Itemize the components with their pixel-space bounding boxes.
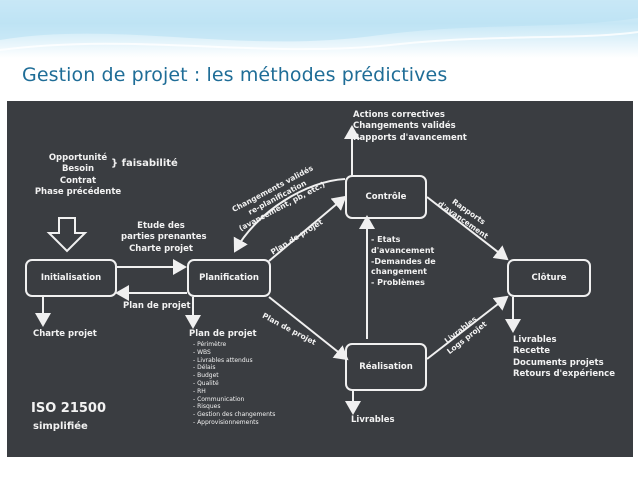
arrow-controle-to-cloture bbox=[426, 196, 509, 261]
cloture-box: Clôture bbox=[507, 259, 591, 297]
etude-line: parties prenantes bbox=[121, 232, 207, 243]
diagram-arrows bbox=[35, 125, 521, 415]
etats-line: changement bbox=[371, 267, 427, 277]
plan-item: - Délais bbox=[193, 364, 216, 372]
plan-item: - Budget bbox=[193, 372, 219, 380]
cloture-output: Retours d'expérience bbox=[513, 369, 615, 380]
inputs-list: Opportunité Besoin Contrat Phase précéde… bbox=[33, 153, 123, 199]
controle-box: Contrôle bbox=[345, 175, 427, 219]
cloture-output: Documents projets bbox=[513, 357, 604, 368]
controle-output: Actions correctives bbox=[353, 110, 445, 120]
plan-title: Plan de projet bbox=[189, 329, 257, 339]
arrow-controle-to-plan bbox=[233, 178, 346, 253]
cloture-output: Recette bbox=[513, 346, 551, 357]
iso-sub-label: simplifiée bbox=[33, 421, 88, 432]
arrow-plan-to-controle bbox=[268, 195, 347, 262]
etude-line: Etude des bbox=[137, 221, 185, 231]
etude-line: Charte projet bbox=[129, 243, 193, 254]
iso-label: ISO 21500 bbox=[31, 401, 107, 416]
faisabilite-label: } faisabilité bbox=[111, 158, 178, 169]
header-band bbox=[0, 0, 638, 58]
plan-item: - Communication bbox=[193, 395, 245, 403]
plan-item: - RH bbox=[193, 387, 206, 395]
chalkboard-diagram: Opportunité Besoin Contrat Phase précéde… bbox=[7, 101, 633, 457]
input-item: Phase précédente bbox=[34, 187, 122, 198]
input-item: Besoin bbox=[61, 164, 95, 175]
controle-output: Changements validés bbox=[353, 121, 456, 132]
input-item: Contrat bbox=[59, 175, 97, 186]
plan-item: - Risques bbox=[193, 403, 221, 411]
plan-item: - Périmètre bbox=[193, 341, 227, 348]
plan-items-list: - Périmètre - WBS - Livrables attendus -… bbox=[193, 341, 275, 427]
plan-item: - Gestion des changements bbox=[193, 411, 276, 419]
arrow-realisation-to-cloture bbox=[426, 295, 509, 360]
realisation-box: Réalisation bbox=[345, 343, 427, 391]
etats-list: - Etats d'avancement -Demandes de change… bbox=[371, 235, 436, 289]
plan-item: - Qualité bbox=[193, 379, 219, 387]
controle-output: Rapports d'avancement bbox=[353, 132, 467, 143]
etats-line: d'avancement bbox=[371, 245, 435, 255]
etats-line: - Etats bbox=[371, 235, 401, 244]
cloture-outputs-list: Livrables Recette Documents projets Reto… bbox=[513, 335, 615, 381]
charte-projet-output: Charte projet bbox=[33, 329, 97, 339]
header-wave-decoration bbox=[0, 0, 638, 51]
cloture-output: Livrables bbox=[513, 335, 557, 345]
slide-title: Gestion de projet : les méthodes prédict… bbox=[22, 64, 448, 86]
plan-item: - Approvisionnements bbox=[193, 418, 259, 426]
controle-outputs-list: Actions correctives Changements validés … bbox=[353, 110, 467, 144]
plan-item: - Livrables attendus bbox=[193, 356, 253, 364]
etude-labels: Etude des parties prenantes Charte proje… bbox=[121, 221, 207, 255]
etats-line: - Problèmes bbox=[371, 278, 425, 288]
plan-item: - WBS bbox=[193, 348, 211, 356]
initialisation-box: Initialisation bbox=[25, 259, 117, 297]
input-item: Opportunité bbox=[48, 153, 108, 163]
etats-line: -Demandes de bbox=[371, 256, 436, 266]
planification-box: Planification bbox=[187, 259, 271, 297]
arrow-plan-to-realisation bbox=[268, 296, 349, 361]
plan-de-projet-return-label: Plan de projet bbox=[123, 301, 191, 311]
input-down-arrow bbox=[46, 217, 88, 253]
realisation-output: Livrables bbox=[351, 415, 395, 425]
